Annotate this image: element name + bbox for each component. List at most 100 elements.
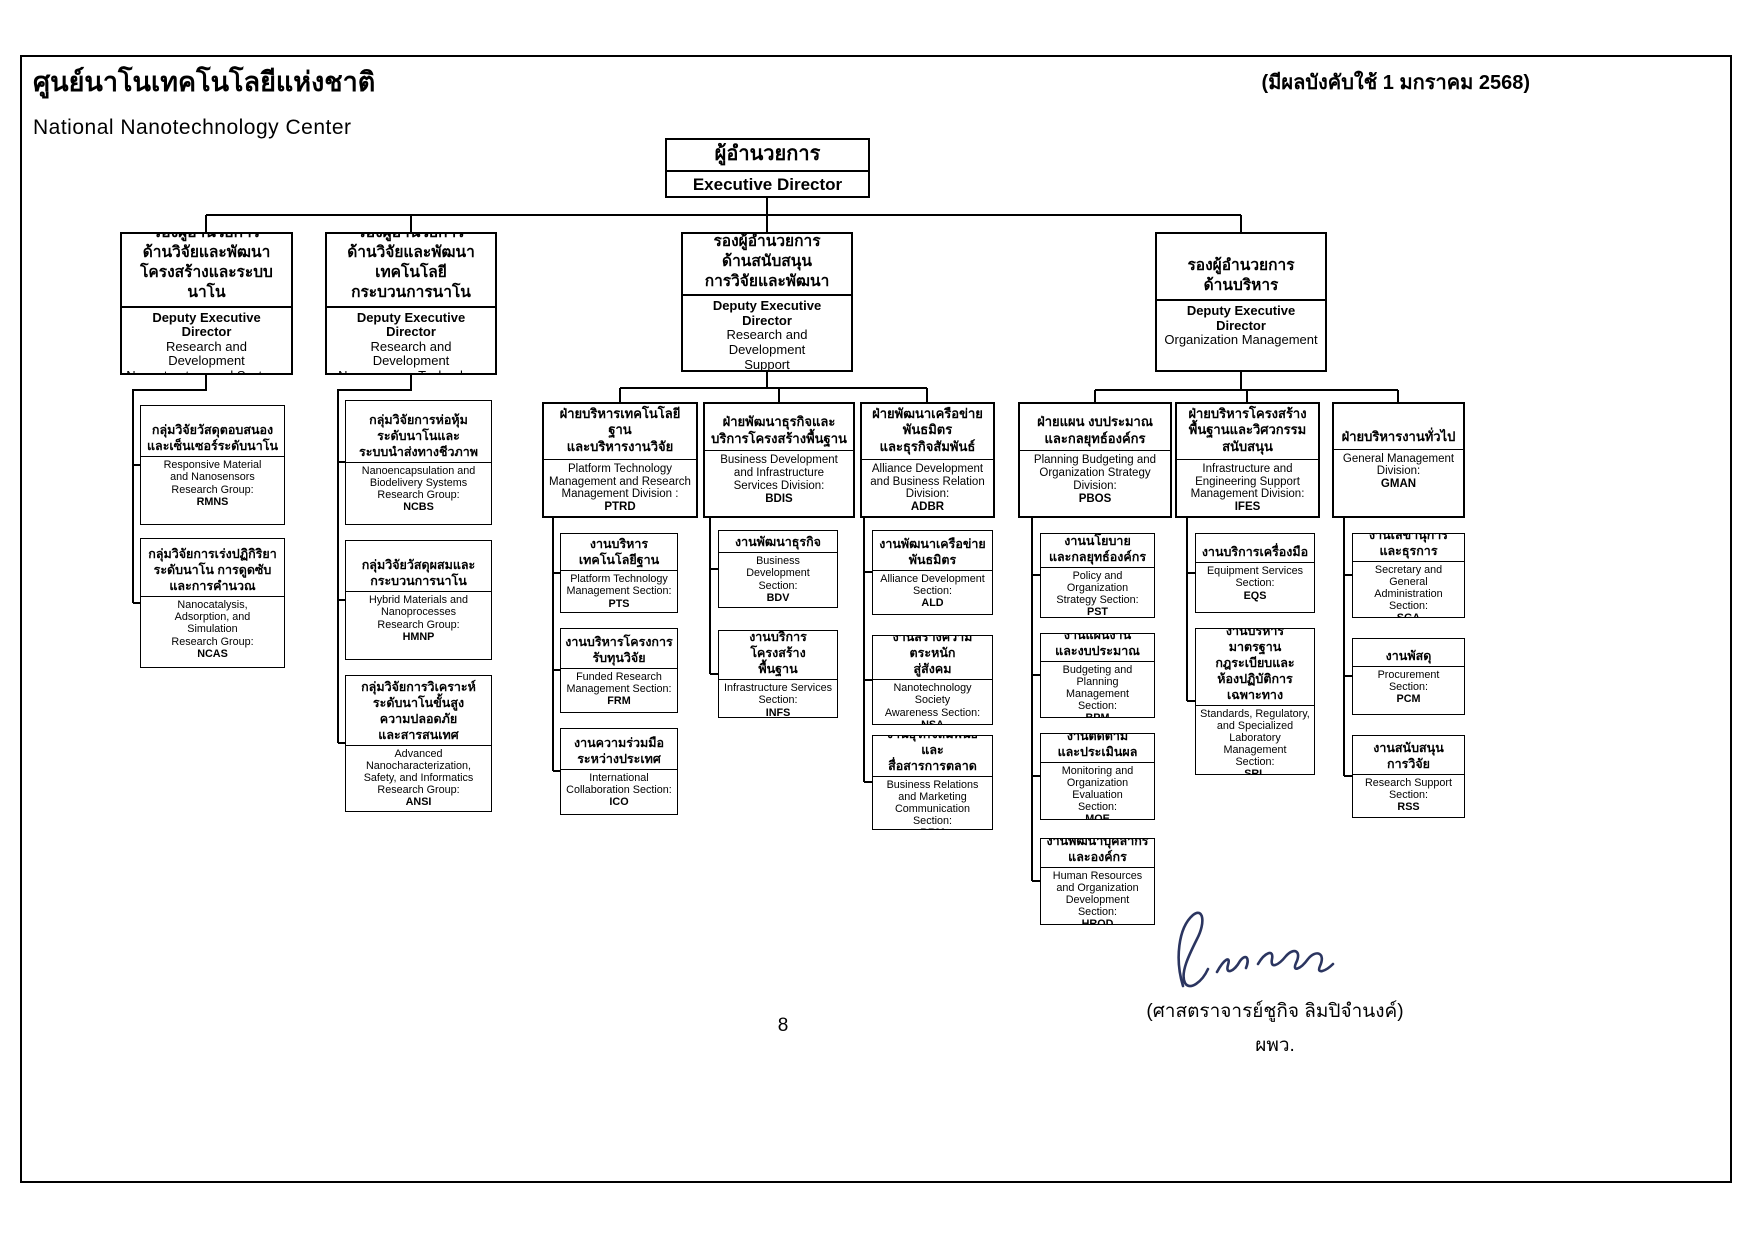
unit-code: BDV [766,591,790,604]
divider [862,458,993,460]
thai-title: งานบริหารโครงการ รับทุนวิจัย [565,634,673,665]
thai-title: ฝ่ายบริหารเทคโนโลยีฐาน และบริหารงานวิจัย [559,405,681,455]
node-group-ncbs: กลุ่มวิจัยการห่อหุ้ม ระดับนาโนและ ระบบนำ… [345,400,492,525]
divider [705,450,853,452]
unit-code: SRL [1244,768,1266,775]
english-title: Research Support Section:RSS [1357,777,1460,813]
unit-code: MOE [1085,813,1110,820]
node-section-pcm: งานพัสดุ Procurement Section:PCM [1352,638,1465,715]
english-title: General Management Division:GMAN [1338,453,1459,492]
node-section-srl: งานบริหารมาตรฐาน กฎระเบียบและ ห้องปฏิบัต… [1195,628,1315,775]
node-division-bdis: ฝ่ายพัฒนาธุรกิจและ บริการโครงสร้างพื้นฐา… [703,402,855,518]
english-title: Secretary and General Administration Sec… [1357,564,1460,617]
unit-code: NCBS [403,501,434,514]
divider [122,305,291,308]
thai-title: งานความร่วมมือ ระหว่างประเทศ [573,735,665,766]
thai-title: กลุ่มวิจัยการวิเคราะห์ ระดับนาโนขั้นสูง … [361,679,476,742]
unit-code: INFS [765,706,791,718]
thai-title: รองผู้อำนวยการ ด้านวิจัยและพัฒนา โครงสร้… [140,232,273,301]
divider [873,679,992,681]
unit-code: EQS [1243,589,1267,602]
node-section-bpm: งานแผนงาน และงบประมาณ Budgeting and Plan… [1040,633,1155,718]
node-section-pst: งานนโยบาย และกลยุทธ์องค์กร Policy and Or… [1040,533,1155,618]
signature-image [1177,911,1335,988]
english-title: Nanoencapsulation and Biodelivery System… [350,465,487,513]
english-title: Alliance Development and Business Relati… [866,463,989,515]
english-title: Executive Director [692,175,843,195]
signatory-name: (ศาสตราจารย์ชูกิจ ลิมปิจำนงค์) [1146,1001,1404,1022]
node-division-ptrd: ฝ่ายบริหารเทคโนโลยีฐาน และบริหารงานวิจัย… [542,402,698,518]
node-section-brm: งานธุรกิจสัมพันธ์และ สื่อสารการตลาด Busi… [872,735,993,830]
divider [141,456,284,458]
thai-title: งานสร้างความตระหนัก สู่สังคม [892,635,973,677]
node-group-hmnp: กลุ่มวิจัยวัสดุผสมและ กระบวนการนาโน Hybr… [345,540,492,660]
node-deputy-nanostructure-systems: รองผู้อำนวยการ ด้านวิจัยและพัฒนา โครงสร้… [120,232,293,375]
node-section-hrod: งานพัฒนาบุคลากร และองค์กร Human Resource… [1040,838,1155,925]
english-title: Platform Technology Management Section:P… [566,573,672,610]
divider [1020,450,1170,452]
unit-code: ADBR [910,501,945,514]
english-title: Monitoring and Organization Evaluation S… [1045,765,1150,820]
signatory-title: ผพว. [1255,1035,1295,1056]
english-title: Nanotechnology Society Awareness Section… [877,682,988,724]
node-section-rss: งานสนับสนุน การวิจัย Research Support Se… [1352,735,1465,818]
thai-title: กลุ่มวิจัยวัสดุตอบสนอง และเซ็นเซอร์ระดับ… [146,423,278,454]
unit-code: HROD [1081,918,1114,925]
node-executive-director: ผู้อำนวยการ Executive Director [665,138,870,198]
unit-code: SGA [1357,612,1460,617]
thai-title: งานบริหารมาตรฐาน กฎระเบียบและ ห้องปฏิบัต… [1215,628,1295,702]
divider [1041,761,1154,763]
divider [346,461,491,463]
thai-title: งานนโยบาย และกลยุทธ์องค์กร [1048,533,1147,564]
thai-title: กลุ่มวิจัยการเร่งปฏิกิริยา ระดับนาโน การ… [148,547,277,594]
unit-code: PTS [608,597,630,610]
divider [667,170,868,173]
thai-title: งานบริหาร เทคโนโลยีฐาน [578,537,660,568]
node-section-bdv: งานพัฒนาธุรกิจ Business Development Sect… [718,530,838,608]
unit-code: PBOS [1078,493,1112,505]
unit-code: PST [1087,606,1108,618]
thai-title: งานพัฒนาธุรกิจ [735,535,821,550]
node-division-gman: ฝ่ายบริหารงานทั่วไป General Management D… [1332,402,1465,518]
node-group-ncas: กลุ่มวิจัยการเร่งปฏิกิริยา ระดับนาโน การ… [140,538,285,668]
page-number: 8 [777,1015,789,1036]
thai-title: ฝ่ายบริหารโครงสร้าง พื้นฐานและวิศวกรรม ส… [1188,405,1307,455]
thai-title: งานบริการโครงสร้าง พื้นฐาน [749,630,807,677]
english-title: Responsive Material and Nanosensors Rese… [145,459,280,507]
divider [1334,448,1463,450]
node-group-ansi: กลุ่มวิจัยการวิเคราะห์ ระดับนาโนขั้นสูง … [345,675,492,812]
divider [346,591,491,593]
english-title: International Collaboration Section:ICO [566,771,672,809]
divider [1353,665,1464,667]
unit-code: FRM [607,695,631,708]
node-division-pbos: ฝ่ายแผน งบประมาณ และกลยุทธ์องค์กร Planni… [1018,402,1172,518]
thai-title: ฝ่ายแผน งบประมาณ และกลยุทธ์องค์กร [1037,414,1153,446]
unit-code: BRM [877,827,988,829]
node-group-rmns: กลุ่มวิจัยวัสดุตอบสนอง และเซ็นเซอร์ระดับ… [140,405,285,525]
english-title: Infrastructure and Engineering Support M… [1181,463,1314,515]
divider [1353,773,1464,775]
unit-code: GMAN [1380,478,1417,491]
english-title: Business Development and Infrastructure … [709,454,849,506]
thai-title: งานสนับสนุน การวิจัย [1373,740,1444,771]
thai-title: รองผู้อำนวยการ ด้านวิจัยและพัฒนา เทคโนโล… [347,232,475,301]
english-title: Human Resources and Organization Develop… [1045,870,1150,925]
thai-title: รองผู้อำนวยการ ด้านสนับสนุน การวิจัยและพ… [704,232,830,290]
english-title: Business Development Section:BDV [723,555,833,603]
thai-title: กลุ่มวิจัยวัสดุผสมและ กระบวนการนาโน [361,558,476,589]
divider [561,768,677,770]
page-title-english: National Nanotechnology Center [33,116,352,139]
english-title: Nanocatalysis, Adsorption, and Simulatio… [145,599,280,659]
divider [1196,562,1314,564]
divider [719,679,837,681]
page-title-thai: ศูนย์นาโนเทคโนโลยีแห่งชาติ [33,67,376,97]
unit-code: BDIS [765,493,793,505]
effective-date-note: (มีผลบังคับใช้ 1 มกราคม 2568) [1261,72,1530,94]
node-section-ald: งานพัฒนาเครือข่าย พันธมิตร Alliance Deve… [872,530,993,615]
thai-title: ผู้อำนวยการ [714,142,821,165]
divider [1041,566,1154,568]
